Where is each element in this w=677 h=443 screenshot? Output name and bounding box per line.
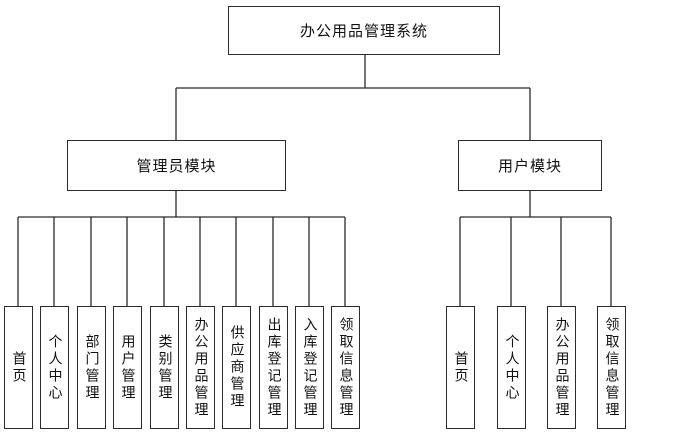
admin-child-profile: 个人中心 <box>40 306 69 429</box>
admin-child-label: 领取信息管理 <box>337 316 354 419</box>
admin-child-receipt: 领取信息管理 <box>331 306 360 429</box>
admin-child-label: 办公用品管理 <box>192 316 209 419</box>
admin-child-department: 部门管理 <box>77 306 106 429</box>
admin-child-users: 用户管理 <box>113 306 142 429</box>
admin-child-outbound: 出库登记管理 <box>259 306 288 429</box>
admin-child-inbound: 入库登记管理 <box>295 306 324 429</box>
user-child-profile: 个人中心 <box>497 306 526 429</box>
admin-child-home: 首页 <box>4 306 33 429</box>
admin-child-label: 供应商管理 <box>228 325 245 410</box>
user-module-node: 用户模块 <box>458 140 602 191</box>
root-node: 办公用品管理系统 <box>228 6 500 55</box>
root-node-label: 办公用品管理系统 <box>299 22 428 40</box>
user-module-label: 用户模块 <box>497 157 562 175</box>
admin-child-category: 类别管理 <box>150 306 179 429</box>
admin-child-label: 用户管理 <box>119 333 136 402</box>
user-child-label: 领取信息管理 <box>603 316 620 419</box>
admin-child-label: 部门管理 <box>83 333 100 402</box>
admin-child-supplies: 办公用品管理 <box>186 306 215 429</box>
user-child-label: 办公用品管理 <box>553 316 570 419</box>
user-child-supplies: 办公用品管理 <box>547 306 576 429</box>
user-child-receipt: 领取信息管理 <box>597 306 626 429</box>
admin-child-label: 类别管理 <box>156 333 173 402</box>
admin-child-label: 个人中心 <box>46 333 63 402</box>
admin-module-node: 管理员模块 <box>67 140 286 191</box>
admin-child-supplier: 供应商管理 <box>222 306 251 429</box>
admin-child-label: 出库登记管理 <box>265 316 282 419</box>
admin-child-label: 入库登记管理 <box>301 316 318 419</box>
admin-child-label: 首页 <box>10 350 27 385</box>
user-child-label: 首页 <box>452 350 469 385</box>
admin-module-label: 管理员模块 <box>136 157 217 175</box>
user-child-label: 个人中心 <box>503 333 520 402</box>
user-child-home: 首页 <box>446 306 475 429</box>
